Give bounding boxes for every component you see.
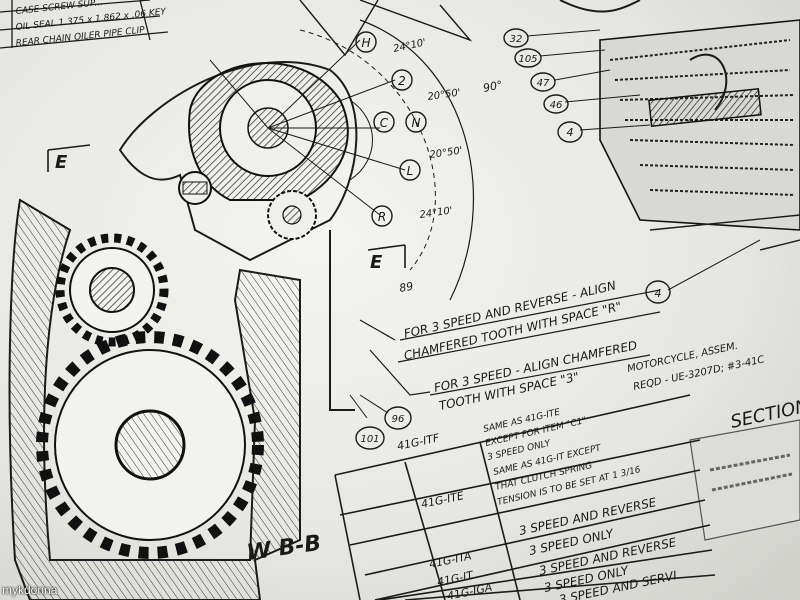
callout-n: N [412, 116, 421, 130]
angle-label-4: 24°10' [419, 205, 453, 221]
section-marker-e-right: E [370, 252, 383, 273]
callout-c: C [380, 116, 389, 130]
assembly-notes: FOR 3 SPEED AND REVERSE - ALIGN CHAMFERE… [359, 278, 766, 413]
gear-housing [8, 60, 358, 600]
callout-4-top: 4 [567, 126, 574, 139]
watermark: mykdonna [2, 583, 58, 597]
section-markers: E E [47, 144, 406, 273]
angle-labels: 24°10' 20°50' 20°50' 24°10' 90° 89 [392, 37, 503, 295]
section-marker-e-left: E [55, 152, 68, 173]
callout-h: H [361, 36, 370, 50]
callout-4-bottom: 4 [655, 287, 662, 300]
table-part-1: 41G-ITF [396, 431, 441, 453]
clutch-assembly-section [559, 0, 800, 251]
radial-layout-lines [209, 19, 474, 411]
angle-label-90: 90° [482, 78, 504, 95]
callout-32: 32 [510, 34, 523, 45]
table-part-5: 41G-ITA [428, 549, 473, 571]
callout-101: 101 [360, 434, 379, 445]
callout-47: 47 [537, 78, 550, 89]
header-parts-list: CASE SCREW SUP... OIL SEAL 1.375 x 1.862… [0, 0, 169, 49]
parts-table: 41G-ITF SAME AS 41G-ITE EXCEPT FOR ITEM … [334, 394, 716, 600]
part-callouts: 32 105 47 46 4 4 96 101 [349, 28, 761, 450]
callout-l: L [407, 164, 414, 178]
callout-96: 96 [392, 414, 405, 425]
callout-r: R [378, 210, 386, 224]
top-sketch-lines [299, 0, 473, 57]
angle-label-3: 20°50' [429, 145, 463, 161]
callout-2: 2 [398, 74, 406, 88]
angle-label-2: 20°50' [427, 87, 461, 103]
callout-105: 105 [518, 54, 537, 65]
approval-stamp [689, 419, 800, 541]
table-part-2: 41G-ITE [420, 489, 465, 511]
lower-large-gear [36, 331, 264, 559]
gear-callouts: H 2 C N L R [355, 31, 427, 227]
angle-label-89: 89 [398, 280, 414, 295]
upper-left-gear [55, 233, 169, 347]
callout-46: 46 [550, 100, 563, 111]
